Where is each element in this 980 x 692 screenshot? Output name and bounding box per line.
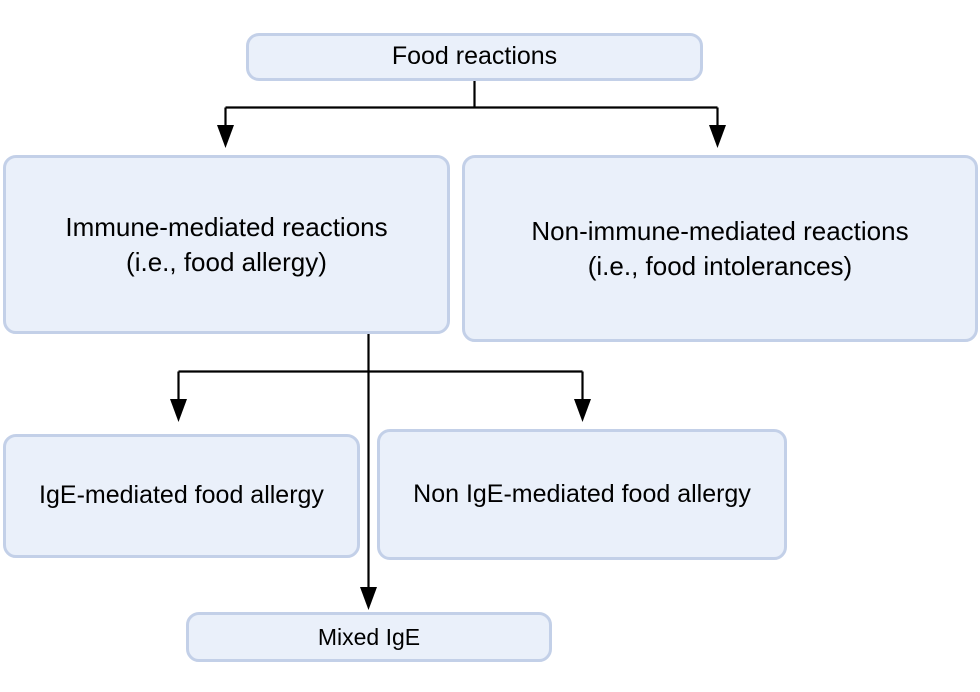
arrow-head-non-ige xyxy=(574,399,591,422)
node-ige-mediated-food-allergy[interactable]: IgE-mediated food allergy xyxy=(3,434,360,558)
arrow-head-mixed-ige xyxy=(360,587,377,610)
node-immune-mediated-reactions-label: Immune-mediated reactions (i.e., food al… xyxy=(65,211,388,277)
node-food-reactions[interactable]: Food reactions xyxy=(246,33,703,81)
node-food-reactions-label: Food reactions xyxy=(391,42,558,71)
node-ige-mediated-food-allergy-label: IgE-mediated food allergy xyxy=(39,481,324,510)
node-immune-mediated-reactions[interactable]: Immune-mediated reactions (i.e., food al… xyxy=(3,155,450,334)
arrow-head-ige xyxy=(170,399,187,422)
node-mixed-ige[interactable]: Mixed IgE xyxy=(186,612,552,662)
edge-food-reactions-split xyxy=(225,81,718,109)
node-non-immune-mediated-reactions-label: Non-immune-mediated reactions (i.e., foo… xyxy=(531,215,909,281)
edge-to-non-immune-mediated xyxy=(709,107,726,148)
arrow-head-non-immune xyxy=(709,125,726,148)
node-non-ige-mediated-food-allergy[interactable]: Non IgE-mediated food allergy xyxy=(377,429,787,560)
node-non-immune-mediated-reactions[interactable]: Non-immune-mediated reactions (i.e., foo… xyxy=(462,155,978,342)
node-mixed-ige-label: Mixed IgE xyxy=(317,623,421,650)
edge-to-non-ige-mediated xyxy=(574,371,591,422)
edge-to-ige-mediated xyxy=(170,371,187,422)
edge-to-immune-mediated xyxy=(217,107,234,148)
node-non-ige-mediated-food-allergy-label: Non IgE-mediated food allergy xyxy=(413,479,751,508)
arrow-head-immune xyxy=(217,125,234,148)
edge-immune-to-mixed-ige xyxy=(360,334,377,610)
